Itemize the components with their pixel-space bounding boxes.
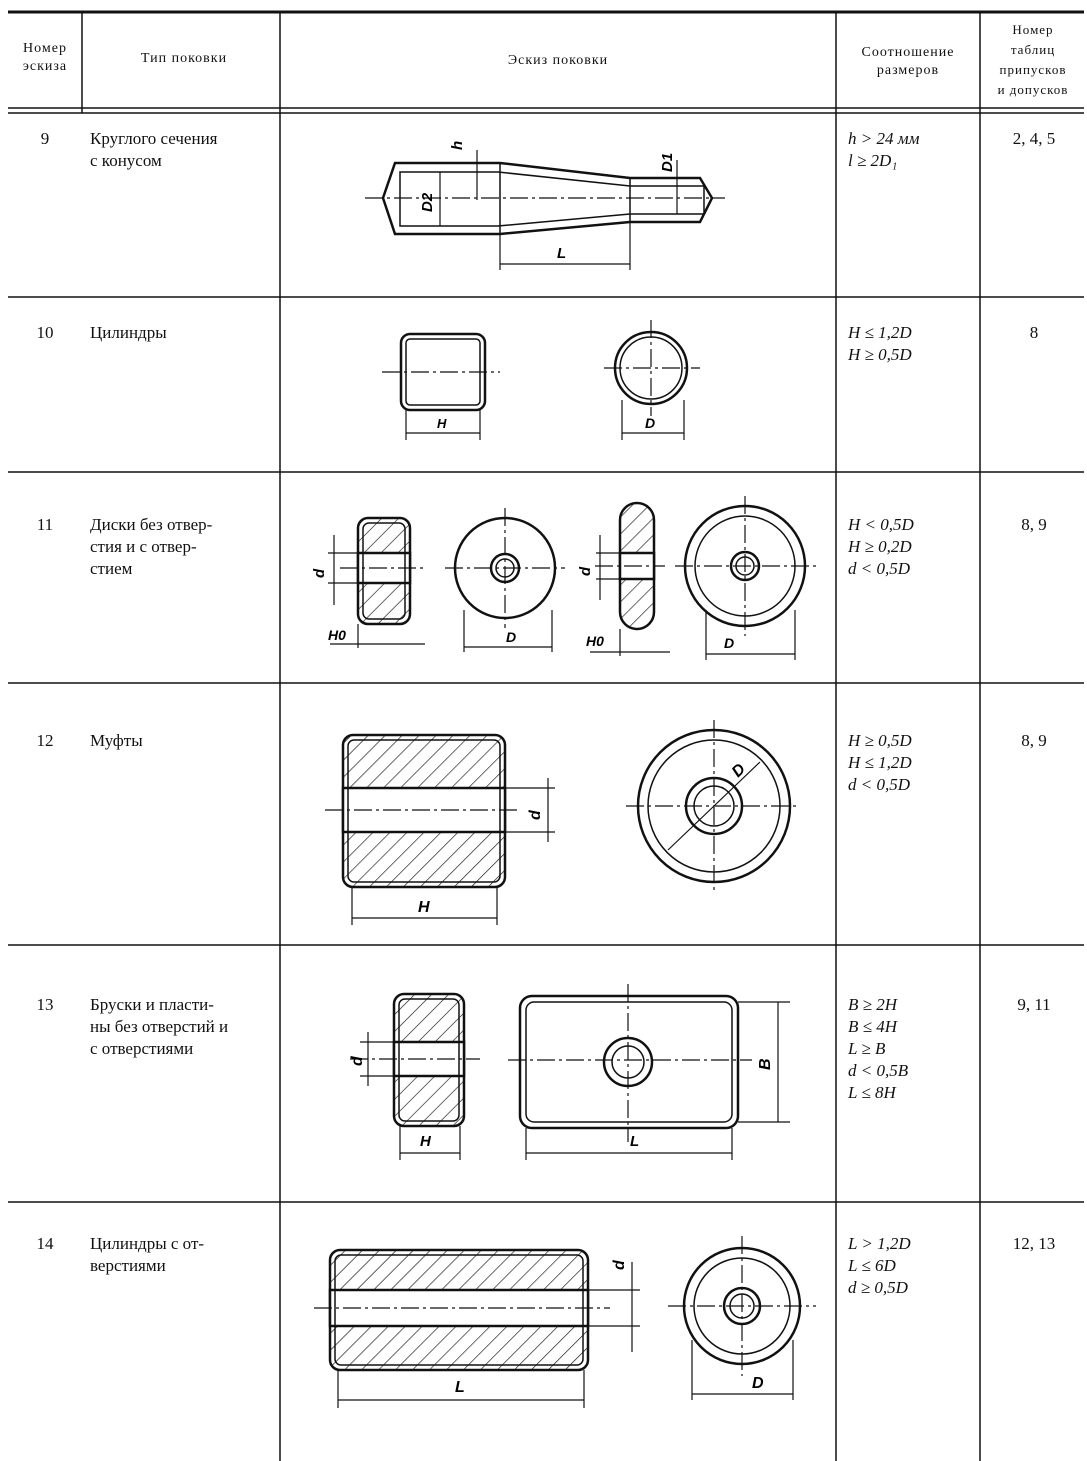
table-numbers: 9, 11 <box>1017 995 1051 1014</box>
row-number: 11 <box>36 515 54 534</box>
label-d: d <box>349 1055 366 1066</box>
label-H: H <box>420 1133 432 1150</box>
row-number: 14 <box>36 1234 54 1253</box>
label-d: d <box>527 809 544 820</box>
sketch-cylinder: H D <box>382 320 700 440</box>
sketch-conical-forging: h D1 D2 L <box>365 141 725 270</box>
header-type: Тип поковки <box>140 51 228 66</box>
label-D: D <box>506 629 516 645</box>
sketch-coupling: d H D <box>325 720 800 925</box>
table-numbers: 8 <box>1029 323 1039 342</box>
row-number: 13 <box>36 995 54 1014</box>
label-d: d <box>577 566 594 576</box>
label-L: L <box>630 1133 639 1150</box>
forging-type: Муфты <box>90 731 143 750</box>
row-number: 9 <box>40 129 50 148</box>
label-H: H <box>418 899 430 916</box>
label-d: d <box>611 1259 628 1270</box>
label-D: D <box>724 635 734 651</box>
label-h: h <box>449 141 466 150</box>
forging-type: Диски без отвер-стия и с отвер-стием <box>90 515 213 578</box>
label-d: d <box>311 568 328 578</box>
sketch-bar-plate: d H B L <box>349 984 790 1160</box>
label-D1: D1 <box>659 153 676 172</box>
header-number: Номер эскиза <box>22 41 68 74</box>
table-numbers: 2, 4, 5 <box>1012 129 1056 148</box>
label-L: L <box>557 245 566 262</box>
label-H: H <box>437 416 447 431</box>
label-D: D <box>645 415 655 431</box>
label-B: B <box>757 1058 774 1070</box>
table-numbers: 8, 9 <box>1021 515 1047 534</box>
header-sketch: Эскиз поковки <box>507 53 609 68</box>
table-numbers: 8, 9 <box>1021 731 1047 750</box>
label-H0: H0 <box>586 633 604 649</box>
table-numbers: 12, 13 <box>1012 1234 1056 1253</box>
label-D: D <box>729 760 750 781</box>
label-D2: D2 <box>419 192 436 212</box>
header-tables: Номер таблиц припусков и допусков <box>997 22 1069 97</box>
label-H0: H0 <box>328 627 346 643</box>
sketch-discs: d H0 D d H0 D <box>311 496 820 660</box>
label-D: D <box>752 1375 764 1392</box>
row-number: 10 <box>36 323 54 342</box>
forging-type: Цилиндры с от-верстиями <box>90 1234 205 1275</box>
label-L: L <box>455 1379 465 1396</box>
forging-type: Цилиндры <box>90 323 167 342</box>
row-number: 12 <box>36 731 54 750</box>
sketch-bored-cylinder: d L D <box>314 1236 816 1408</box>
header-ratio: Соотношение размеров <box>861 45 955 78</box>
